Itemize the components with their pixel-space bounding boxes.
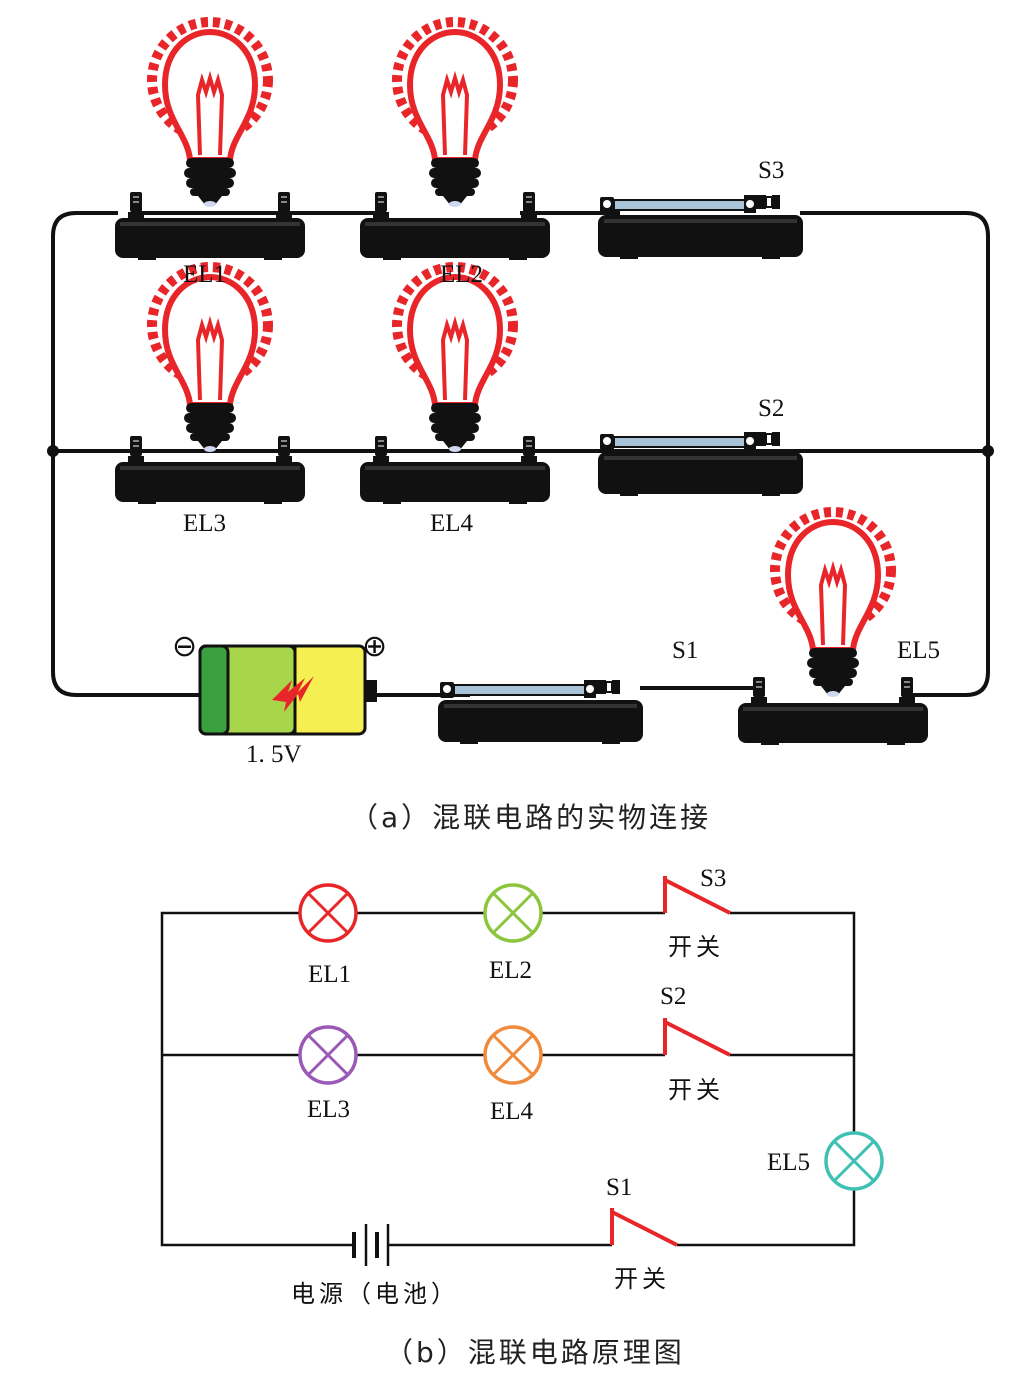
switch-caption-s3: 开关 [668, 933, 724, 961]
switch-caption-s2: 开关 [668, 1076, 724, 1104]
bulb-el1 [115, 22, 305, 260]
label-s2: S2 [758, 395, 784, 422]
switch-s2 [597, 431, 804, 497]
panel-b-wires [160, 911, 856, 1247]
label-s1: S1 [672, 637, 698, 664]
schematic-label-el4: EL4 [490, 1098, 534, 1125]
label-s3: S3 [758, 157, 784, 184]
caption-a: （a）混联电路的实物连接 [350, 801, 711, 834]
schematic-label-s1: S1 [606, 1174, 632, 1201]
switch-s3 [597, 194, 804, 260]
power-source-label: 电源（电池） [291, 1280, 459, 1308]
bulb-el4 [360, 267, 550, 504]
switch-symbol-s2 [663, 1018, 731, 1057]
label-el2: EL2 [440, 261, 483, 288]
battery-plus-sign: ⊕ [362, 629, 387, 664]
junction-dot-right [982, 445, 994, 457]
switch-caption-s1: 开关 [614, 1265, 670, 1293]
label-el3: EL3 [183, 510, 226, 537]
schematic-label-el3: EL3 [307, 1096, 350, 1123]
lamp-symbol-el2 [483, 883, 543, 943]
schematic-label-el5: EL5 [767, 1149, 810, 1176]
label-el1: EL1 [183, 261, 226, 288]
bulb-el5 [738, 512, 928, 745]
label-el5: EL5 [897, 637, 940, 664]
lamp-symbol-el4 [483, 1025, 543, 1085]
switch-s1 [437, 679, 644, 745]
lamp-symbol-el3 [298, 1025, 358, 1085]
battery-minus-sign: ⊖ [172, 629, 197, 664]
schematic-label-s3: S3 [700, 865, 726, 892]
schematic-label-s2: S2 [660, 983, 686, 1010]
battery-symbol [352, 1224, 390, 1266]
label-el4: EL4 [430, 510, 474, 537]
schematic-label-el2: EL2 [489, 957, 532, 984]
caption-b: （b）混联电路原理图 [385, 1336, 685, 1369]
battery [198, 644, 377, 736]
switch-symbol-s1 [610, 1208, 678, 1247]
switch-symbol-s3 [663, 876, 731, 915]
battery-voltage: 1. 5V [246, 741, 302, 768]
lamp-symbol-el1 [298, 883, 358, 943]
bulb-el3 [115, 267, 305, 504]
bulb-el2 [360, 22, 550, 260]
lamp-symbol-el5 [824, 1131, 884, 1191]
junction-dot-left [47, 445, 59, 457]
schematic-label-el1: EL1 [308, 961, 351, 988]
